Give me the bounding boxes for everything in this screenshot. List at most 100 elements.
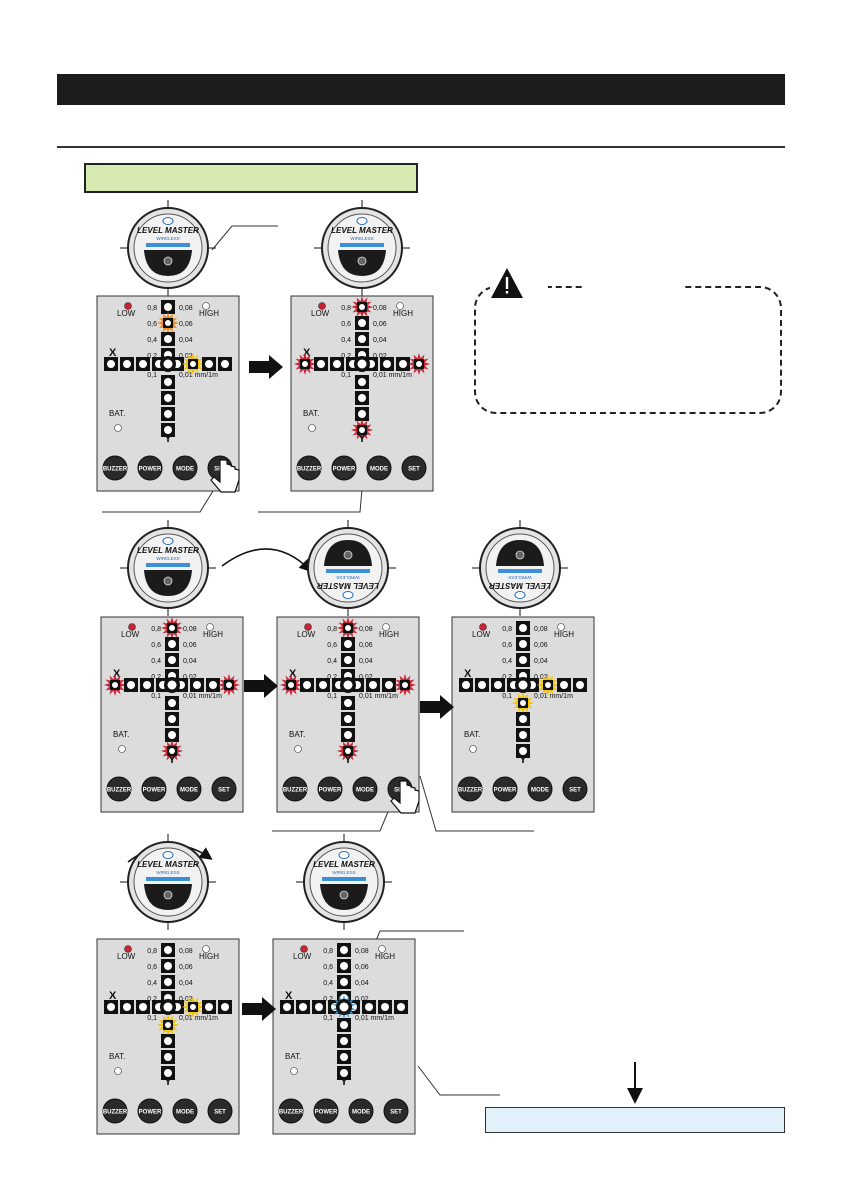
led-lens [127, 681, 135, 689]
mode-button[interactable] [366, 455, 392, 481]
low-indicator [318, 302, 326, 310]
power-button[interactable] [313, 1098, 339, 1124]
power-button[interactable] [492, 776, 518, 802]
low-label: LOW [117, 952, 136, 961]
led-lens [226, 682, 232, 688]
x-axis-label: X [289, 668, 297, 680]
high-indicator [557, 623, 565, 631]
set-button[interactable] [211, 776, 237, 802]
low-label: LOW [297, 630, 316, 639]
led-lens [345, 748, 351, 754]
scale-left-label: 0,1 [341, 372, 351, 379]
mode-button[interactable] [176, 776, 202, 802]
mode-button[interactable] [352, 776, 378, 802]
led-lens [283, 1003, 291, 1011]
scale-left-label: 0,2 [151, 674, 161, 681]
power-button[interactable] [137, 1098, 163, 1124]
led-lens [340, 1069, 348, 1077]
mode-button-label: MODE [356, 788, 374, 794]
led-lens [576, 681, 584, 689]
led-lens [123, 1003, 131, 1011]
high-indicator [202, 302, 210, 310]
right-arrow-icon [249, 355, 283, 379]
dial-brand: LEVEL MASTER [331, 226, 393, 235]
buzzer-button-label: BUZZER [283, 788, 308, 794]
y-axis-label: Y [358, 433, 366, 445]
logo-mark-icon [342, 591, 354, 599]
unit-label: 0,01 mm/1m [355, 1015, 394, 1022]
buzzer-button[interactable] [296, 455, 322, 481]
scale-left-label: 0,6 [323, 964, 333, 971]
scale-left-label: 0,2 [147, 996, 157, 1003]
bat-label: BAT. [285, 1052, 301, 1061]
unit-label: 0,01 mm/1m [179, 1015, 218, 1022]
bat-label: BAT. [109, 1052, 125, 1061]
bat-label: BAT. [289, 730, 305, 739]
set-button[interactable] [383, 1098, 409, 1124]
led-lens [164, 1053, 172, 1061]
scale-right-label: 0,08 [179, 305, 193, 312]
led-lens [344, 699, 352, 707]
led-lens [288, 682, 294, 688]
dial-button [163, 890, 173, 900]
scale-right-label: 0,08 [179, 948, 193, 955]
dial-stripe [326, 569, 370, 573]
buzzer-button[interactable] [282, 776, 308, 802]
mode-button[interactable] [527, 776, 553, 802]
mode-button[interactable] [348, 1098, 374, 1124]
scale-right-label: 0,04 [179, 980, 193, 987]
mode-button[interactable] [172, 1098, 198, 1124]
buzzer-button[interactable] [106, 776, 132, 802]
set-button[interactable] [562, 776, 588, 802]
buzzer-button-label: BUZZER [107, 788, 132, 794]
high-label: HIGH [199, 309, 219, 318]
led-lens [190, 361, 196, 367]
scale-left-label: 0,8 [327, 626, 337, 633]
low-label: LOW [472, 630, 491, 639]
unit-label: 0,01 mm/1m [359, 693, 398, 700]
led-lens [315, 1003, 323, 1011]
led-lens [209, 681, 217, 689]
scale-right-label: 0,02 [355, 996, 369, 1003]
y-axis-label: Y [340, 1076, 348, 1088]
section-header-bar [57, 74, 785, 105]
scale-left-label: 0,1 [323, 1015, 333, 1022]
dial-brand: LEVEL MASTER [137, 546, 199, 555]
dial-button [357, 256, 367, 266]
led-lens [358, 378, 366, 386]
buzzer-button[interactable] [278, 1098, 304, 1124]
led-lens [190, 1004, 196, 1010]
set-button[interactable] [207, 1098, 233, 1124]
scale-left-label: 0,6 [502, 642, 512, 649]
mode-button[interactable] [172, 455, 198, 481]
scale-left-label: 0,4 [323, 980, 333, 987]
power-button[interactable] [141, 776, 167, 802]
buzzer-button[interactable] [102, 1098, 128, 1124]
scale-left-label: 0,2 [323, 996, 333, 1003]
logo-mark-icon [162, 851, 174, 859]
scale-left-label: 0,4 [147, 980, 157, 987]
power-button[interactable] [331, 455, 357, 481]
scale-left-label: 0,1 [147, 1015, 157, 1022]
set-button[interactable] [401, 455, 427, 481]
power-button[interactable] [137, 455, 163, 481]
power-button[interactable] [317, 776, 343, 802]
buzzer-button[interactable] [102, 455, 128, 481]
high-label: HIGH [203, 630, 223, 639]
led-lens [168, 640, 176, 648]
dial-button [343, 550, 353, 560]
mode-button-label: MODE [180, 788, 198, 794]
led-lens [359, 304, 365, 310]
buzzer-button[interactable] [457, 776, 483, 802]
center-led-lens [163, 1002, 173, 1012]
scale-left-label: 0,6 [147, 964, 157, 971]
